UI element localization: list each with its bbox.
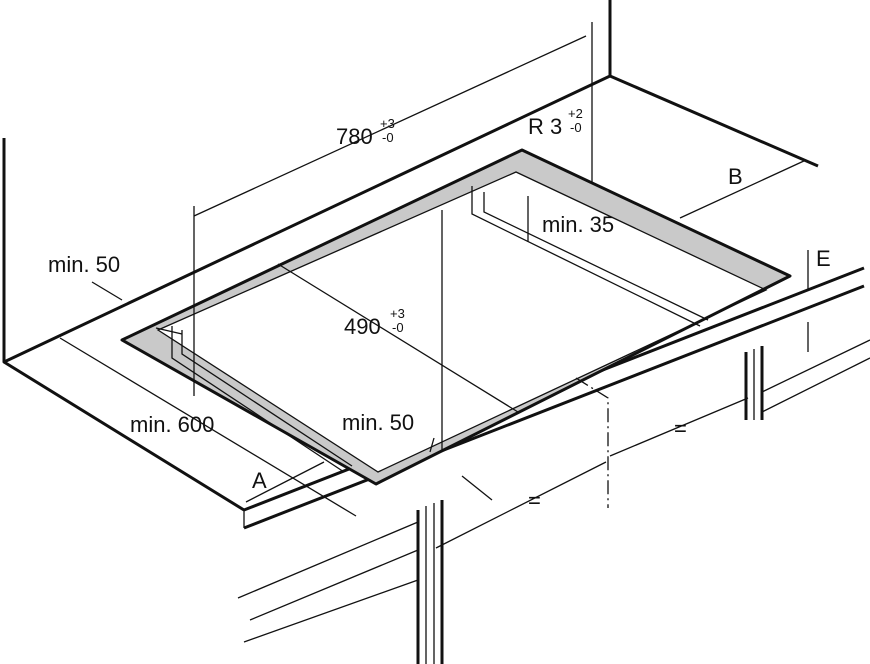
label-width-tol-plus: +3 [380, 116, 395, 131]
cutout-frame [120, 148, 792, 486]
label-letter-b: B [728, 164, 743, 189]
dimension-lines [59, 22, 809, 549]
label-min-35: min. 35 [542, 212, 614, 237]
label-width-780: 780 [336, 124, 373, 149]
label-equals-1: = [674, 416, 687, 441]
label-min-50-left: min. 50 [48, 252, 120, 277]
label-radius-tol-plus: +2 [568, 106, 583, 121]
label-equals-2: = [528, 488, 541, 513]
label-width-tol-minus: -0 [382, 130, 394, 145]
label-radius: R 3 [528, 114, 562, 139]
label-depth-tol-plus: +3 [390, 306, 405, 321]
label-depth-tol-minus: -0 [392, 320, 404, 335]
cabinet [237, 339, 870, 664]
label-min-50-front: min. 50 [342, 410, 414, 435]
label-min-600: min. 600 [130, 412, 214, 437]
label-letter-a: A [252, 468, 267, 493]
watermark: catalog.onliner.by [712, 632, 814, 647]
label-depth-490: 490 [344, 314, 381, 339]
dimension-labels: 780 +3 -0 R 3 +2 -0 min. 35 490 +3 -0 mi… [48, 106, 831, 513]
label-letter-e: E [816, 246, 831, 271]
label-radius-tol-minus: -0 [570, 120, 582, 135]
watermark-text: catalog.onliner.by [712, 632, 814, 647]
